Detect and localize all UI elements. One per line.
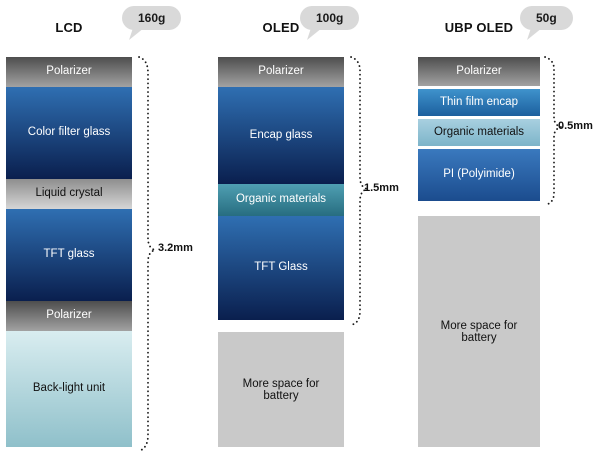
column-title-ubp-oled: UBP OLED	[444, 20, 514, 35]
layer-label: Polarizer	[46, 65, 92, 78]
thickness-brace-lcd	[138, 56, 159, 452]
layer-label: TFT Glass	[254, 261, 308, 274]
layer-oled-tft-glass: TFT Glass	[218, 216, 344, 320]
thickness-label-lcd: 3.2mm	[158, 242, 193, 254]
battery-space-oled: More space for battery	[218, 332, 344, 447]
layer-oled-organic-materials: Organic materials	[218, 184, 344, 216]
layer-label: PI (Polyimide)	[443, 168, 515, 181]
layer-oled-polarizer: Polarizer	[218, 57, 344, 87]
battery-space-ubp-oled: More space for battery	[418, 216, 540, 447]
layer-lcd-tft-glass: TFT glass	[6, 209, 132, 301]
layer-lcd-backlight-unit: Back-light unit	[6, 331, 132, 447]
layer-oled-encap-glass: Encap glass	[218, 87, 344, 184]
layer-label: Encap glass	[249, 128, 313, 141]
battery-label: More space for battery	[440, 319, 518, 344]
thickness-label-oled: 1.5mm	[364, 182, 399, 194]
layer-ubp-pi-polyimide: PI (Polyimide)	[418, 149, 540, 201]
layer-lcd-polarizer-top: Polarizer	[6, 57, 132, 87]
layer-label: Organic materials	[433, 125, 525, 138]
layer-label: Color filter glass	[27, 126, 111, 139]
layer-label: Polarizer	[258, 65, 304, 78]
layer-ubp-thin-film-encap: Thin film encap	[418, 89, 540, 116]
weight-bubble-lcd: 160g	[122, 6, 182, 30]
layer-label: Back-light unit	[32, 382, 106, 395]
layer-label: Polarizer	[456, 64, 502, 77]
layer-lcd-liquid-crystal: Liquid crystal	[6, 179, 132, 209]
layer-label: Liquid crystal	[35, 187, 103, 200]
battery-label: More space for battery	[242, 377, 320, 402]
layer-lcd-polarizer-bottom: Polarizer	[6, 301, 132, 331]
layer-ubp-organic-materials: Organic materials	[418, 119, 540, 146]
layer-label: Organic materials	[235, 193, 327, 206]
thickness-brace-ubp-oled	[544, 56, 562, 206]
layer-label: TFT glass	[43, 248, 95, 261]
layer-label: Polarizer	[46, 309, 92, 322]
layer-lcd-color-filter-glass: Color filter glass	[6, 87, 132, 179]
column-title-oled: OLED	[262, 20, 300, 35]
thickness-brace-oled	[350, 56, 368, 326]
layer-label: Thin film encap	[440, 95, 518, 108]
layer-ubp-polarizer: Polarizer	[418, 57, 540, 86]
column-title-lcd: LCD	[55, 20, 83, 35]
weight-bubble-ubp-oled: 50g	[520, 6, 573, 30]
weight-bubble-oled: 100g	[300, 6, 360, 30]
thickness-label-ubp-oled: 0.5mm	[558, 120, 593, 132]
